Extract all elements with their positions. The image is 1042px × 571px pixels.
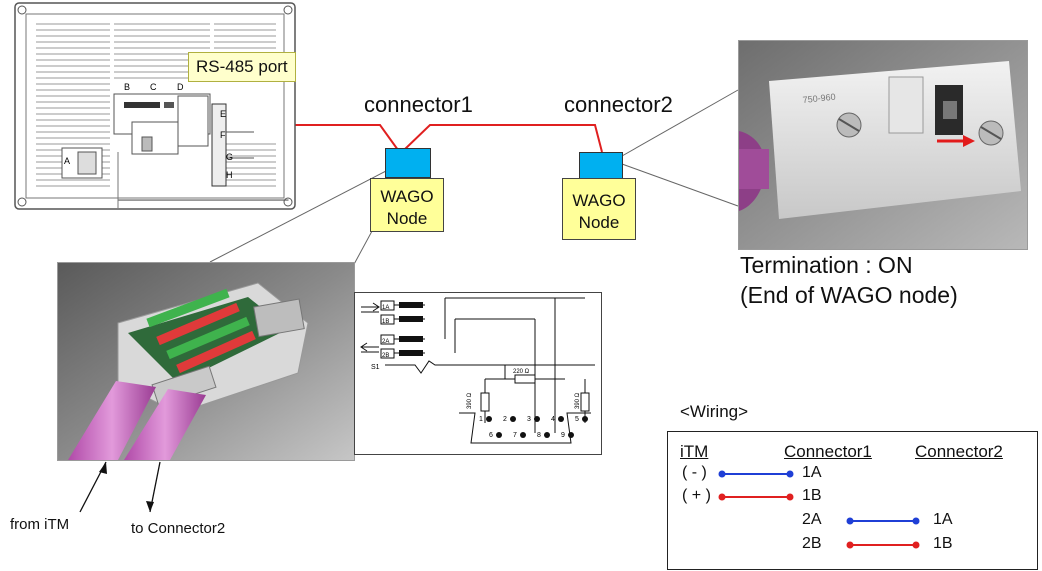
dsub-pin: 6 (489, 432, 493, 439)
panel-letter-h: H (226, 170, 233, 180)
dsub-pin: 2 (503, 416, 507, 423)
wiring-wire-endpoint (912, 541, 920, 549)
to-connector2-arrowhead (146, 501, 154, 512)
wiring-row3-connector2: 1A (933, 511, 953, 528)
wiring-wire-endpoint (846, 517, 854, 525)
panel-letter-b: B (124, 82, 130, 92)
schematic-pin-2a: 2A (382, 339, 389, 345)
svg-text:750-960: 750-960 (802, 92, 836, 105)
termination-label: Termination : ON (740, 252, 913, 278)
schematic-pin-1a: 1A (382, 305, 389, 311)
dsub-pin: 1 (479, 416, 483, 423)
termination-photo-image: 750-960 (739, 41, 1027, 249)
wiring-lines (718, 470, 920, 549)
termination-photo: 750-960 (738, 40, 1028, 250)
wiring-row2-itm: ( + ) (682, 487, 711, 504)
schematic-pin-1b: 1B (382, 319, 389, 325)
wiring-wire-endpoint (786, 470, 794, 478)
schematic-drawing: 1A 1B 2A 2B S1 220 Ω 390 Ω 390 Ω 1 2 3 4… (360, 297, 595, 444)
wiring-row1-connector1: 1A (802, 464, 822, 481)
wiring-row2-connector1: 1B (802, 487, 822, 504)
wiring-header-itm: iTM (680, 442, 709, 461)
termination-sub-label: (End of WAGO node) (740, 282, 958, 308)
wago-node-2-line2: Node (578, 213, 620, 232)
wiring-wire-endpoint (718, 470, 726, 478)
zoom-line (621, 163, 739, 207)
wiring-row4-connector1: 2B (802, 535, 822, 552)
wiring-table: iTM Connector1 Connector2 ( - ) 1A ( + )… (667, 431, 1038, 570)
dsub-pin: 3 (527, 416, 531, 423)
zoom-line (209, 169, 389, 263)
wiring-header-connector2: Connector2 (915, 442, 1003, 461)
wiring-wire-endpoint (846, 541, 854, 549)
zoom-line (621, 89, 739, 157)
rs485-callout: RS-485 port (188, 52, 296, 82)
to-connector2-label: to Connector2 (131, 520, 226, 537)
dsub-pin: 7 (513, 432, 517, 439)
wago-node-1-line2: Node (386, 209, 428, 228)
connector-cable-photo-image (58, 263, 354, 460)
wiring-wire-endpoint (786, 493, 794, 501)
connector2-plug (579, 152, 623, 180)
wiring-wire-endpoint (718, 493, 726, 501)
dsub-pin: 8 (537, 432, 541, 439)
connector1-label: connector1 (364, 92, 473, 117)
from-itm-label: from iTM (10, 516, 70, 533)
from-itm-arrowhead (99, 462, 107, 474)
wiring-row1-itm: ( - ) (682, 464, 707, 481)
schematic-resistor-mid: 220 Ω (513, 369, 530, 375)
panel-letter-e: E (220, 109, 226, 119)
wiring-header-connector1: Connector1 (784, 442, 872, 461)
schematic-resistor-left: 390 Ω (467, 392, 473, 409)
wiring-wire-endpoint (912, 517, 920, 525)
panel-letter-f: F (220, 130, 226, 140)
wiring-row3-connector1: 2A (802, 511, 822, 528)
panel-letter-d: D (177, 82, 184, 92)
panel-letter-g: G (226, 152, 233, 162)
schematic-switch-label: S1 (371, 364, 380, 371)
panel-letter-a: A (64, 156, 70, 166)
schematic-pin-2b: 2B (382, 353, 389, 359)
wago-node-2: WAGO Node (562, 178, 636, 240)
dsub-pin: 9 (561, 432, 565, 439)
wiring-title: <Wiring> (680, 402, 749, 421)
dsub-pin: 4 (551, 416, 555, 423)
wago-node-2-line1: WAGO (572, 191, 626, 210)
daisy-chain-cable (403, 124, 603, 153)
wago-node-1-line1: WAGO (380, 187, 434, 206)
wiring-row4-connector2: 1B (933, 535, 953, 552)
dsub-pin: 5 (575, 416, 579, 423)
wago-node-1: WAGO Node (370, 178, 444, 232)
connector1-plug (385, 148, 431, 178)
schematic-resistor-right: 390 Ω (575, 392, 581, 409)
panel-letter-c: C (150, 82, 157, 92)
connector2-label: connector2 (564, 92, 673, 117)
connector-cable-photo (57, 262, 355, 461)
schematic-panel: 1A 1B 2A 2B S1 220 Ω 390 Ω 390 Ω 1 2 3 4… (354, 292, 602, 455)
panel-back-drawing: A B C D E F G H (14, 2, 296, 210)
